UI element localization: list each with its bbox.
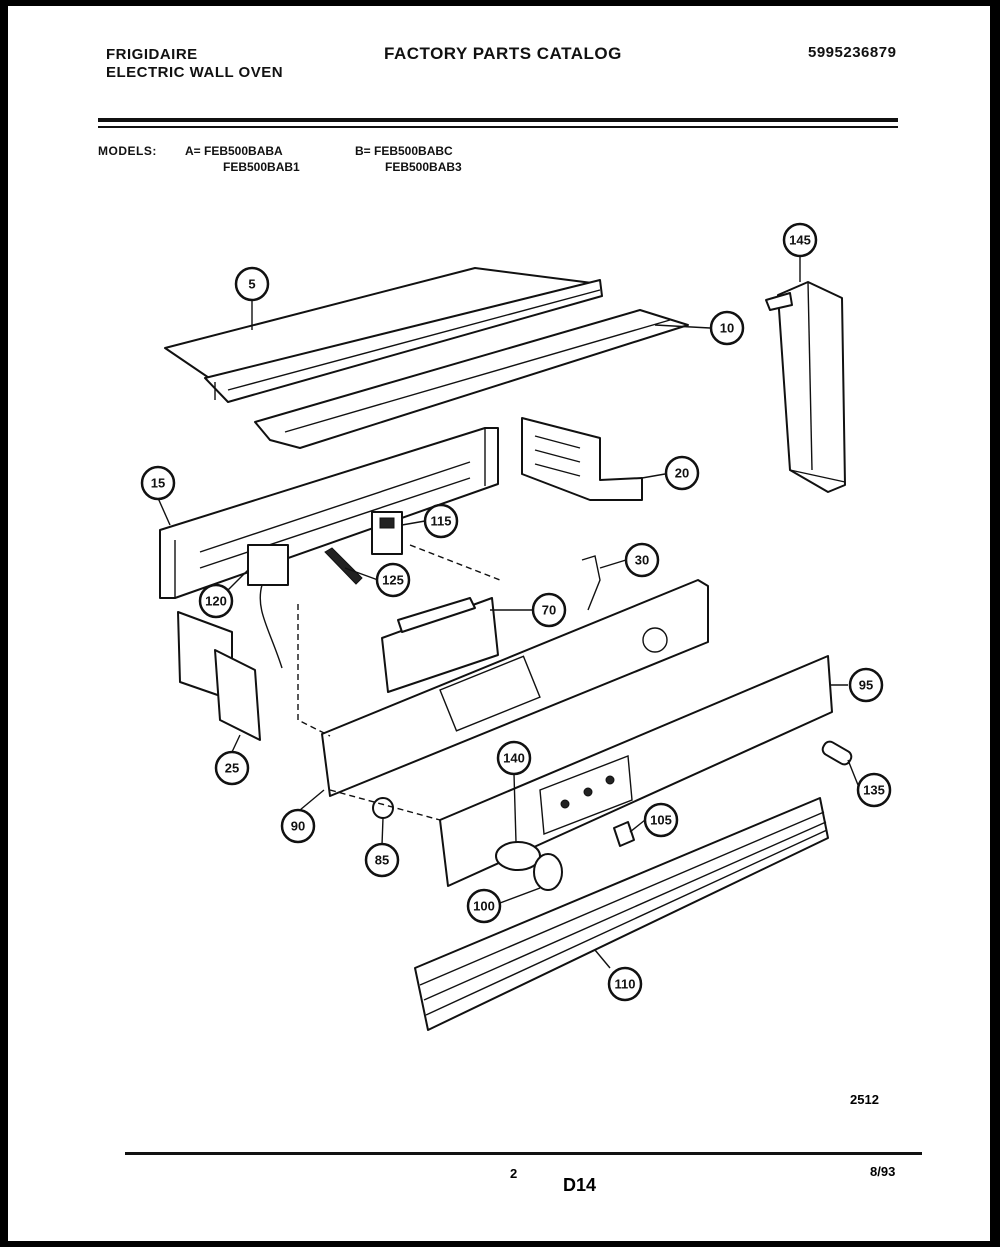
callout-110: 110 [607, 966, 643, 1002]
svg-text:125: 125 [382, 573, 404, 588]
svg-text:115: 115 [431, 514, 452, 529]
callout-140: 140 [496, 740, 532, 776]
svg-text:15: 15 [151, 476, 165, 491]
footer-rule [125, 1152, 922, 1155]
svg-text:70: 70 [542, 603, 556, 618]
svg-text:5: 5 [248, 277, 255, 292]
svg-text:110: 110 [615, 977, 636, 992]
part-105-screw [613, 821, 635, 847]
catalog-number: 5995236879 [808, 44, 897, 61]
callout-labels: 5 10 145 15 20 115 30 125 120 70 95 25 1… [140, 222, 892, 1002]
callout-10: 10 [709, 310, 745, 346]
callout-115: 115 [423, 503, 459, 539]
callout-135: 135 [856, 772, 892, 808]
header-rule-thin [98, 126, 898, 128]
svg-text:145: 145 [789, 233, 811, 248]
brand-name: FRIGIDAIRE [106, 46, 198, 63]
part-5-top-panel [164, 267, 603, 403]
callout-90: 90 [280, 808, 316, 844]
callout-100: 100 [466, 888, 502, 924]
svg-text:30: 30 [635, 553, 649, 568]
assembly-line-switch [409, 544, 501, 581]
svg-text:90: 90 [291, 819, 305, 834]
catalog-title: FACTORY PARTS CATALOG [384, 44, 622, 63]
assembly-line-left [297, 604, 331, 737]
part-135-cap [821, 740, 853, 766]
part-95-glass-panel [439, 655, 833, 887]
part-30-bracket [581, 555, 601, 611]
svg-text:100: 100 [473, 899, 495, 914]
callout-25: 25 [214, 750, 250, 786]
models-label: MODELS: [98, 144, 157, 158]
svg-text:120: 120 [205, 594, 227, 609]
part-90-control-panel [321, 579, 709, 797]
model-a-2: FEB500BAB1 [223, 160, 300, 174]
callout-120: 120 [198, 583, 234, 619]
product-name: ELECTRIC WALL OVEN [106, 64, 284, 81]
svg-text:10: 10 [720, 321, 734, 336]
svg-text:20: 20 [675, 466, 689, 481]
part-70-clock [381, 597, 499, 693]
diagram-reference-number: 2512 [850, 1092, 879, 1107]
part-20-vent-bracket [521, 417, 643, 501]
model-a-1: A= FEB500BABA [185, 144, 283, 158]
part-115-switch [371, 511, 403, 555]
callout-95: 95 [848, 667, 884, 703]
models-column-a: A= FEB500BABA FEB500BAB1 [185, 143, 300, 175]
svg-text:105: 105 [650, 813, 672, 828]
model-b-1: B= FEB500BABC [355, 144, 453, 158]
leader-lines [157, 256, 861, 969]
callout-30: 30 [624, 542, 660, 578]
part-15-vent-panel [159, 427, 499, 599]
header-rule-thick [98, 118, 898, 122]
part-85-spacer [372, 797, 394, 819]
callout-85: 85 [364, 842, 400, 878]
section-code: D14 [563, 1175, 597, 1195]
svg-text:25: 25 [225, 761, 239, 776]
callout-105: 105 [643, 802, 679, 838]
callout-20: 20 [664, 455, 700, 491]
svg-text:95: 95 [859, 678, 873, 693]
catalog-sheet: FRIGIDAIRE ELECTRIC WALL OVEN FACTORY PA… [8, 6, 990, 1241]
part-125-clip [324, 547, 363, 585]
callout-70: 70 [531, 592, 567, 628]
models-column-b: B= FEB500BABC FEB500BAB3 [355, 143, 462, 175]
assembly-line-panel [329, 789, 441, 821]
callout-5: 5 [234, 266, 270, 302]
callout-125: 125 [375, 562, 411, 598]
page-number: 2 [510, 1166, 518, 1181]
part-140-knob [495, 841, 563, 891]
svg-text:140: 140 [503, 751, 525, 766]
part-25-side-bracket [177, 611, 261, 741]
part-110-grille [414, 797, 829, 1031]
callout-145: 145 [782, 222, 818, 258]
part-120-thermostat [247, 544, 289, 669]
brand-block: FRIGIDAIRE ELECTRIC WALL OVEN [106, 46, 283, 82]
model-b-2: FEB500BAB3 [385, 160, 462, 174]
callout-15: 15 [140, 465, 176, 501]
svg-text:135: 135 [863, 783, 885, 798]
svg-text:85: 85 [375, 853, 389, 868]
part-10-trim-strip [254, 309, 689, 449]
publication-date: 8/93 [870, 1164, 896, 1179]
part-145-side-bracket [765, 281, 846, 493]
